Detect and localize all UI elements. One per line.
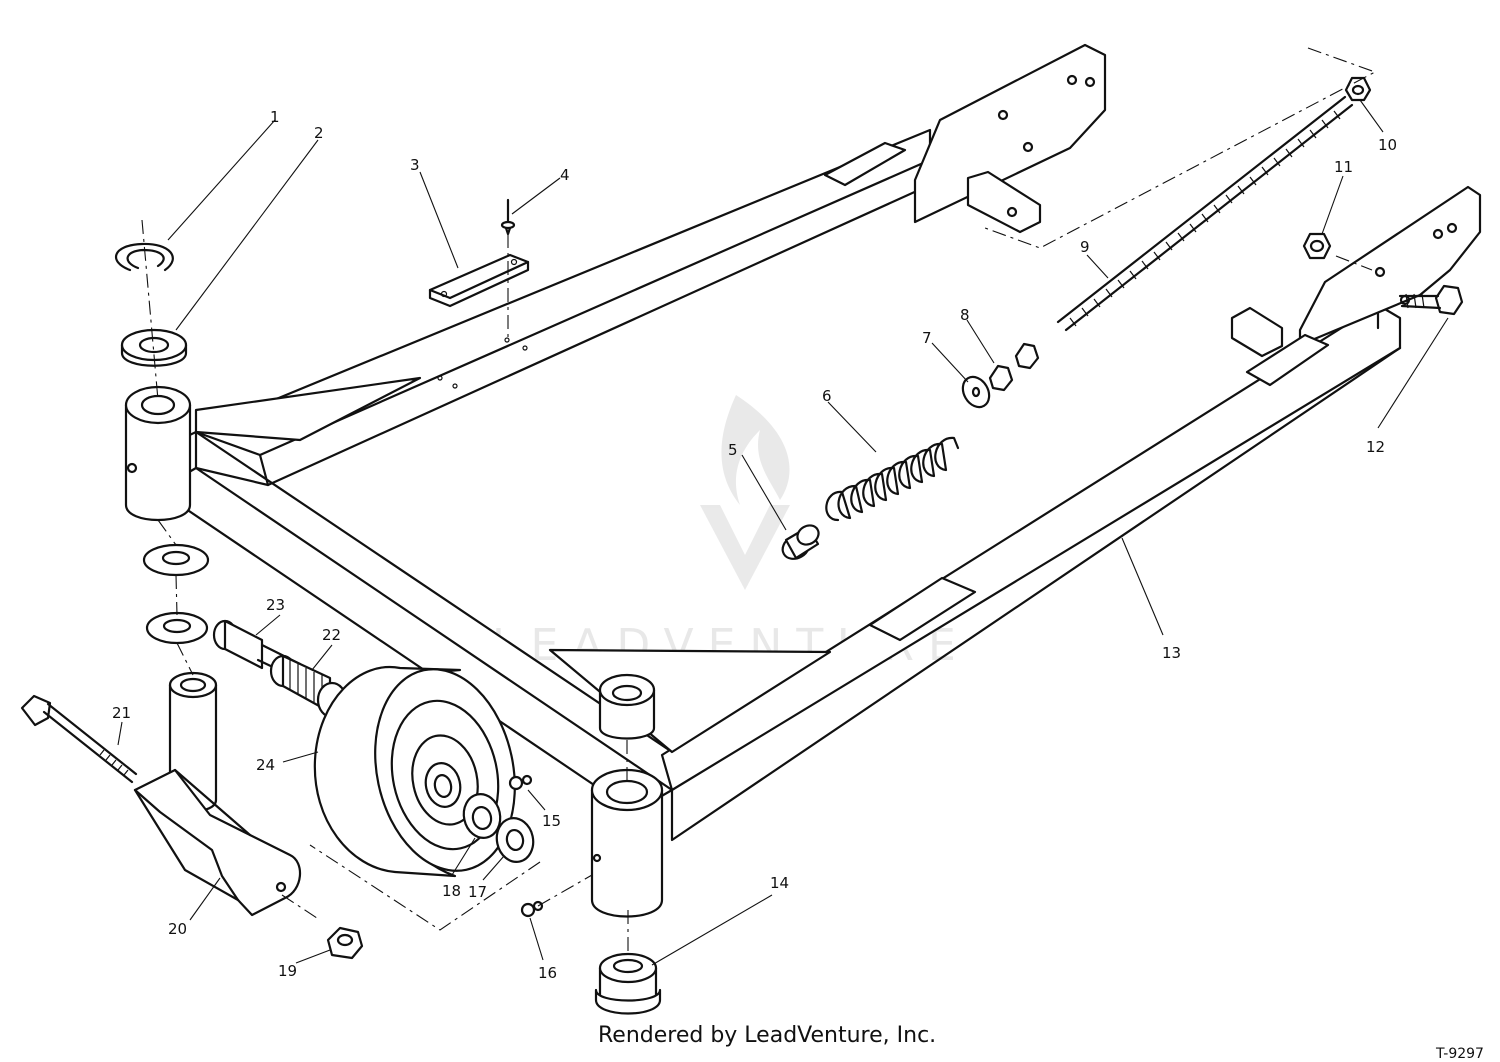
spring-cup-part-5 xyxy=(781,524,820,560)
bolt-part-21 xyxy=(20,694,138,784)
spring-part-6 xyxy=(825,436,960,522)
nut-part-10 xyxy=(1344,76,1372,102)
callout-labels: 1 2 3 4 5 6 7 8 9 10 11 12 13 14 15 16 1… xyxy=(112,108,1397,982)
callout-24: 24 xyxy=(256,756,275,774)
callout-10: 10 xyxy=(1378,136,1397,154)
rendered-by-credit: Rendered by LeadVenture, Inc. xyxy=(598,1023,937,1048)
grease-fitting-part-16 xyxy=(520,900,544,918)
callout-18: 18 xyxy=(442,882,461,900)
callout-19: 19 xyxy=(278,962,297,980)
callout-1: 1 xyxy=(270,108,280,126)
axle-part-23 xyxy=(212,619,302,680)
wear-plate-part-3 xyxy=(428,253,530,308)
grease-fitting-part-15 xyxy=(508,774,533,791)
callout-20: 20 xyxy=(168,920,187,938)
callout-3: 3 xyxy=(410,156,420,174)
callout-12: 12 xyxy=(1366,438,1385,456)
callout-9: 9 xyxy=(1080,238,1090,256)
callout-5: 5 xyxy=(728,441,738,459)
callout-6: 6 xyxy=(822,387,832,405)
bolt-part-12 xyxy=(1398,284,1464,316)
callout-15: 15 xyxy=(542,812,561,830)
caster-fork-part-20 xyxy=(133,671,302,917)
figure-code: T-9297 xyxy=(1436,1046,1484,1062)
nut-part-8 xyxy=(988,342,1040,392)
callout-14: 14 xyxy=(770,874,789,892)
callout-4: 4 xyxy=(560,166,570,184)
washer-part-7 xyxy=(961,375,991,409)
callout-8: 8 xyxy=(960,306,970,324)
callout-7: 7 xyxy=(922,329,932,347)
callout-22: 22 xyxy=(322,626,341,644)
callout-13: 13 xyxy=(1162,644,1181,662)
watermark-logo-icon xyxy=(700,395,790,590)
spacer-washers xyxy=(142,543,210,645)
nut-part-19 xyxy=(326,926,364,960)
callout-21: 21 xyxy=(112,704,131,722)
callout-17: 17 xyxy=(468,883,487,901)
rivet-part-4 xyxy=(500,198,516,236)
washer-part-17 xyxy=(495,817,535,863)
snap-ring-part-1 xyxy=(114,242,174,272)
pivot-tube xyxy=(590,673,664,918)
callout-2: 2 xyxy=(314,124,324,142)
threaded-rod-part-9 xyxy=(1056,95,1354,332)
assembly-lines xyxy=(141,47,1377,955)
callout-11: 11 xyxy=(1334,158,1353,176)
bushing-part-18 xyxy=(462,793,502,839)
callout-23: 23 xyxy=(266,596,285,614)
bushing-part-14 xyxy=(594,952,662,1015)
leader-lines xyxy=(117,99,1449,966)
nut-part-11 xyxy=(1302,232,1332,260)
callout-16: 16 xyxy=(538,964,557,982)
